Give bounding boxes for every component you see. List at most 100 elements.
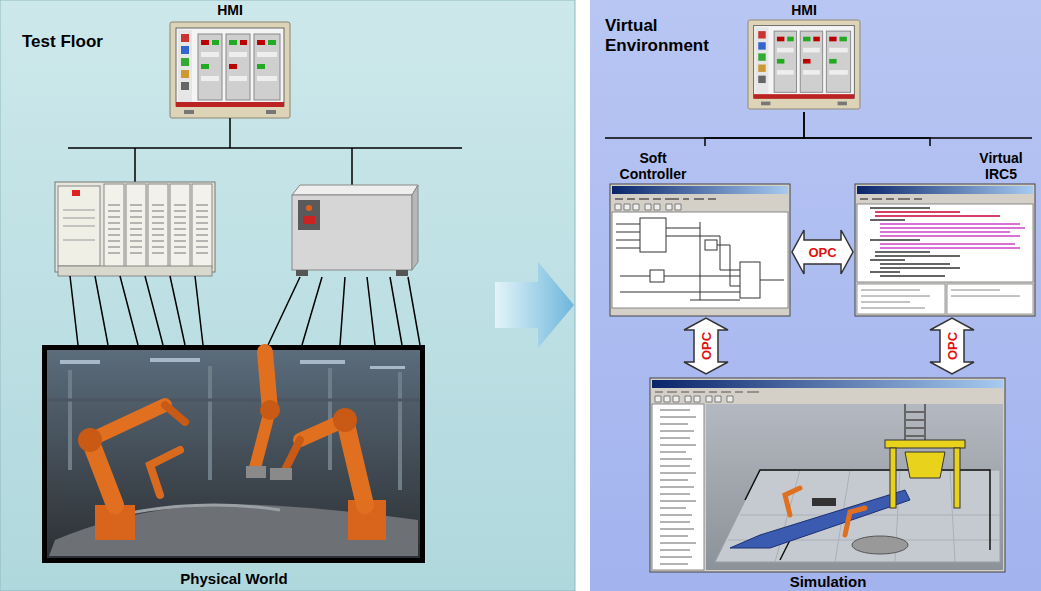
opc-block-arrow xyxy=(930,318,974,374)
hmi-box: HMI xyxy=(744,2,864,112)
soft-controller-window xyxy=(612,309,788,314)
factory-photo xyxy=(42,345,425,563)
robot-controller-cabinet xyxy=(292,185,418,195)
robot-controller-cabinet xyxy=(292,195,412,270)
hmi-panel-left xyxy=(170,22,290,118)
network-line xyxy=(705,112,804,146)
test-floor-ground xyxy=(0,0,575,591)
node-label: Test Floor xyxy=(22,32,172,52)
virtual-ground xyxy=(590,0,1041,591)
software-window: Soft Controller xyxy=(608,146,792,318)
field-wiring xyxy=(70,276,420,345)
edge-label: OPC xyxy=(807,245,837,260)
edge-label: OPC xyxy=(945,331,960,361)
virtual-ground xyxy=(590,0,1041,591)
plc-rack xyxy=(148,184,168,268)
transition-arrow xyxy=(495,262,574,348)
soft-controller-window xyxy=(640,218,666,252)
soft-controller-window xyxy=(615,198,716,200)
virtual-irc5-window xyxy=(855,184,1035,316)
factory-photo xyxy=(285,440,300,470)
transition-arrow xyxy=(495,262,574,348)
virtual-irc5-window xyxy=(855,184,1035,316)
simulation-window xyxy=(890,448,896,508)
factory-photo xyxy=(246,466,266,478)
simulation-window xyxy=(650,378,1005,572)
factory-photo xyxy=(150,450,180,495)
test-floor-ground xyxy=(0,0,575,591)
virtual-irc5-window xyxy=(875,212,1000,216)
factory-photo xyxy=(300,360,345,364)
plc-rack xyxy=(126,184,146,268)
plc-rack xyxy=(170,184,190,268)
factory-photo xyxy=(42,345,425,563)
node-label: HMI xyxy=(744,2,864,18)
robot-controller-cabinet xyxy=(303,216,315,224)
soft-controller-window xyxy=(612,212,788,308)
virtual-irc5-window xyxy=(880,224,1025,248)
field-wiring xyxy=(70,276,203,345)
network-bus-left xyxy=(68,118,462,185)
soft-controller-window xyxy=(705,240,717,250)
factory-photo xyxy=(78,428,102,452)
virtual-irc5-window xyxy=(857,186,1033,194)
network-bus-left xyxy=(68,118,462,185)
soft-controller-window xyxy=(615,204,681,210)
soft-controller-window xyxy=(610,184,790,316)
factory-photo xyxy=(333,408,357,432)
photo-box: Physical World xyxy=(38,341,430,591)
soft-controller-window xyxy=(612,186,788,194)
hmi-panel-right xyxy=(748,20,860,109)
virtual-irc5-window xyxy=(870,208,960,276)
edge-label: OPC xyxy=(699,331,714,361)
simulation-window xyxy=(706,404,1003,570)
factory-photo xyxy=(260,400,280,420)
soft-controller-window xyxy=(650,270,664,282)
plc-rack xyxy=(192,184,212,268)
field-wiring xyxy=(268,277,420,345)
soft-controller-window xyxy=(610,184,790,316)
factory-photo xyxy=(60,360,100,364)
simulation-window xyxy=(812,498,836,506)
soft-controller-window xyxy=(740,262,760,298)
node-label: Physical World xyxy=(38,570,430,587)
simulation-window xyxy=(785,488,865,535)
node-label: Soft Controller xyxy=(612,150,694,182)
simulation-window xyxy=(652,380,1003,388)
plc-rack xyxy=(72,190,80,196)
simulation-window xyxy=(652,404,704,570)
virtual-irc5-window xyxy=(860,198,922,200)
soft-controller-window xyxy=(616,222,784,300)
virtual-irc5-window xyxy=(857,204,1033,282)
software-window: Virtual IRC5 xyxy=(853,146,1037,318)
node-label: HMI xyxy=(166,2,294,18)
robot-controller-cabinet xyxy=(396,270,408,276)
factory-photo xyxy=(90,405,165,440)
simulation-window xyxy=(905,404,925,440)
virtual-irc5-window xyxy=(857,284,945,314)
factory-photo xyxy=(370,366,405,369)
simulation-window xyxy=(650,378,1005,572)
simulation-window xyxy=(885,440,965,448)
region-panel: Test Floor HMI Physical World xyxy=(0,0,575,591)
region-panel: Virtual Environment HMI Soft Controller Vir… xyxy=(590,0,1041,591)
robot-controller-cabinet xyxy=(306,205,312,211)
plc-rack xyxy=(55,182,215,276)
network-line xyxy=(804,112,930,146)
node-label: Virtual Environment xyxy=(605,16,725,55)
simulation-window xyxy=(905,452,945,478)
factory-photo xyxy=(47,350,420,558)
simulation-window xyxy=(852,536,908,554)
opc-block-arrow xyxy=(792,230,853,274)
robot-controller-cabinet xyxy=(298,200,320,230)
plc-rack xyxy=(55,182,215,272)
opc-block-arrow xyxy=(684,318,728,374)
node-label: Simulation xyxy=(646,573,1010,590)
simulation-window xyxy=(655,396,733,402)
plc-rack xyxy=(104,184,124,268)
simulation-window xyxy=(660,410,696,564)
